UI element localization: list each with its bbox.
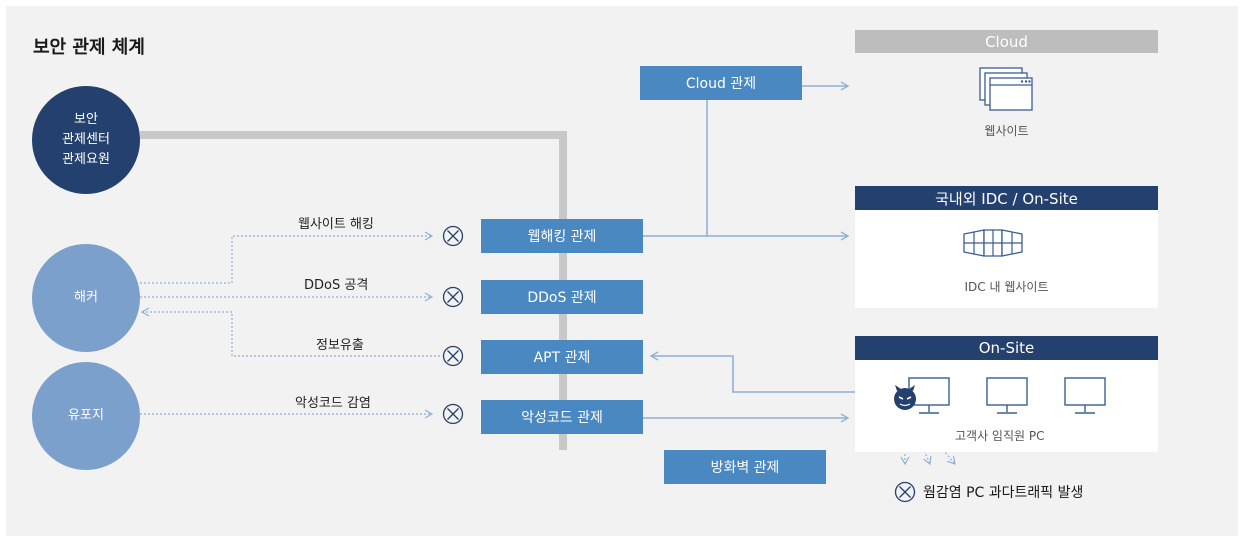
page-title: 보안 관제 체계 [33, 37, 145, 58]
zone-cloud-caption: 웹사이트 [984, 124, 1029, 138]
block-icon [442, 225, 464, 247]
onsite-to-apt-line [649, 351, 858, 393]
spreader-circle: 유포지 [32, 362, 140, 470]
hacker-label: 해커 [74, 290, 98, 305]
zone-idc-caption: IDC 내 웹사이트 [964, 280, 1049, 294]
control-malware: 악성코드 관제 [481, 400, 643, 434]
threat-web-hack-label: 웹사이트 해킹 [298, 217, 374, 232]
block-icon [442, 345, 464, 367]
zone-idc-box [855, 210, 1158, 308]
website-window-icon [979, 67, 1033, 111]
web-hack-path [140, 231, 434, 284]
threat-leak-label: 정보유출 [316, 338, 364, 353]
soc-circle: 보안 관제센터 관제요원 [32, 86, 140, 194]
control-cloud: Cloud 관제 [640, 66, 802, 100]
block-icon [442, 286, 464, 308]
control-apt: APT 관제 [481, 340, 643, 374]
threat-malware-label: 악성코드 감염 [295, 396, 371, 411]
leak-path [140, 307, 440, 357]
monitor-icon [986, 377, 1028, 414]
monitor-icon [1064, 377, 1106, 414]
zone-idc-header: 국내외 IDC / On-Site [855, 186, 1158, 210]
control-ddos: DDoS 관제 [481, 280, 643, 314]
zone-cloud-header: Cloud [855, 30, 1158, 53]
block-icon [894, 481, 916, 503]
control-web-hacking: 웹해킹 관제 [481, 219, 643, 253]
spreader-label: 유포지 [68, 408, 104, 423]
block-icon [442, 403, 464, 425]
hacker-circle: 해커 [32, 244, 140, 352]
soc-line-2: 관제센터 [62, 132, 110, 147]
soc-line-3: 관제요원 [62, 152, 110, 167]
malware-devil-icon [894, 385, 916, 410]
soc-line-1: 보안 [74, 112, 98, 127]
zone-onsite-caption: 고객사 임직원 PC [955, 429, 1045, 443]
threat-ddos-label: DDoS 공격 [304, 278, 369, 293]
worm-traffic-note: 웜감염 PC 과다트래픽 발생 [923, 485, 1084, 501]
control-firewall: 방화벽 관제 [664, 450, 826, 484]
datacenter-icon [963, 229, 1023, 257]
zone-onsite-header: On-Site [855, 336, 1158, 360]
